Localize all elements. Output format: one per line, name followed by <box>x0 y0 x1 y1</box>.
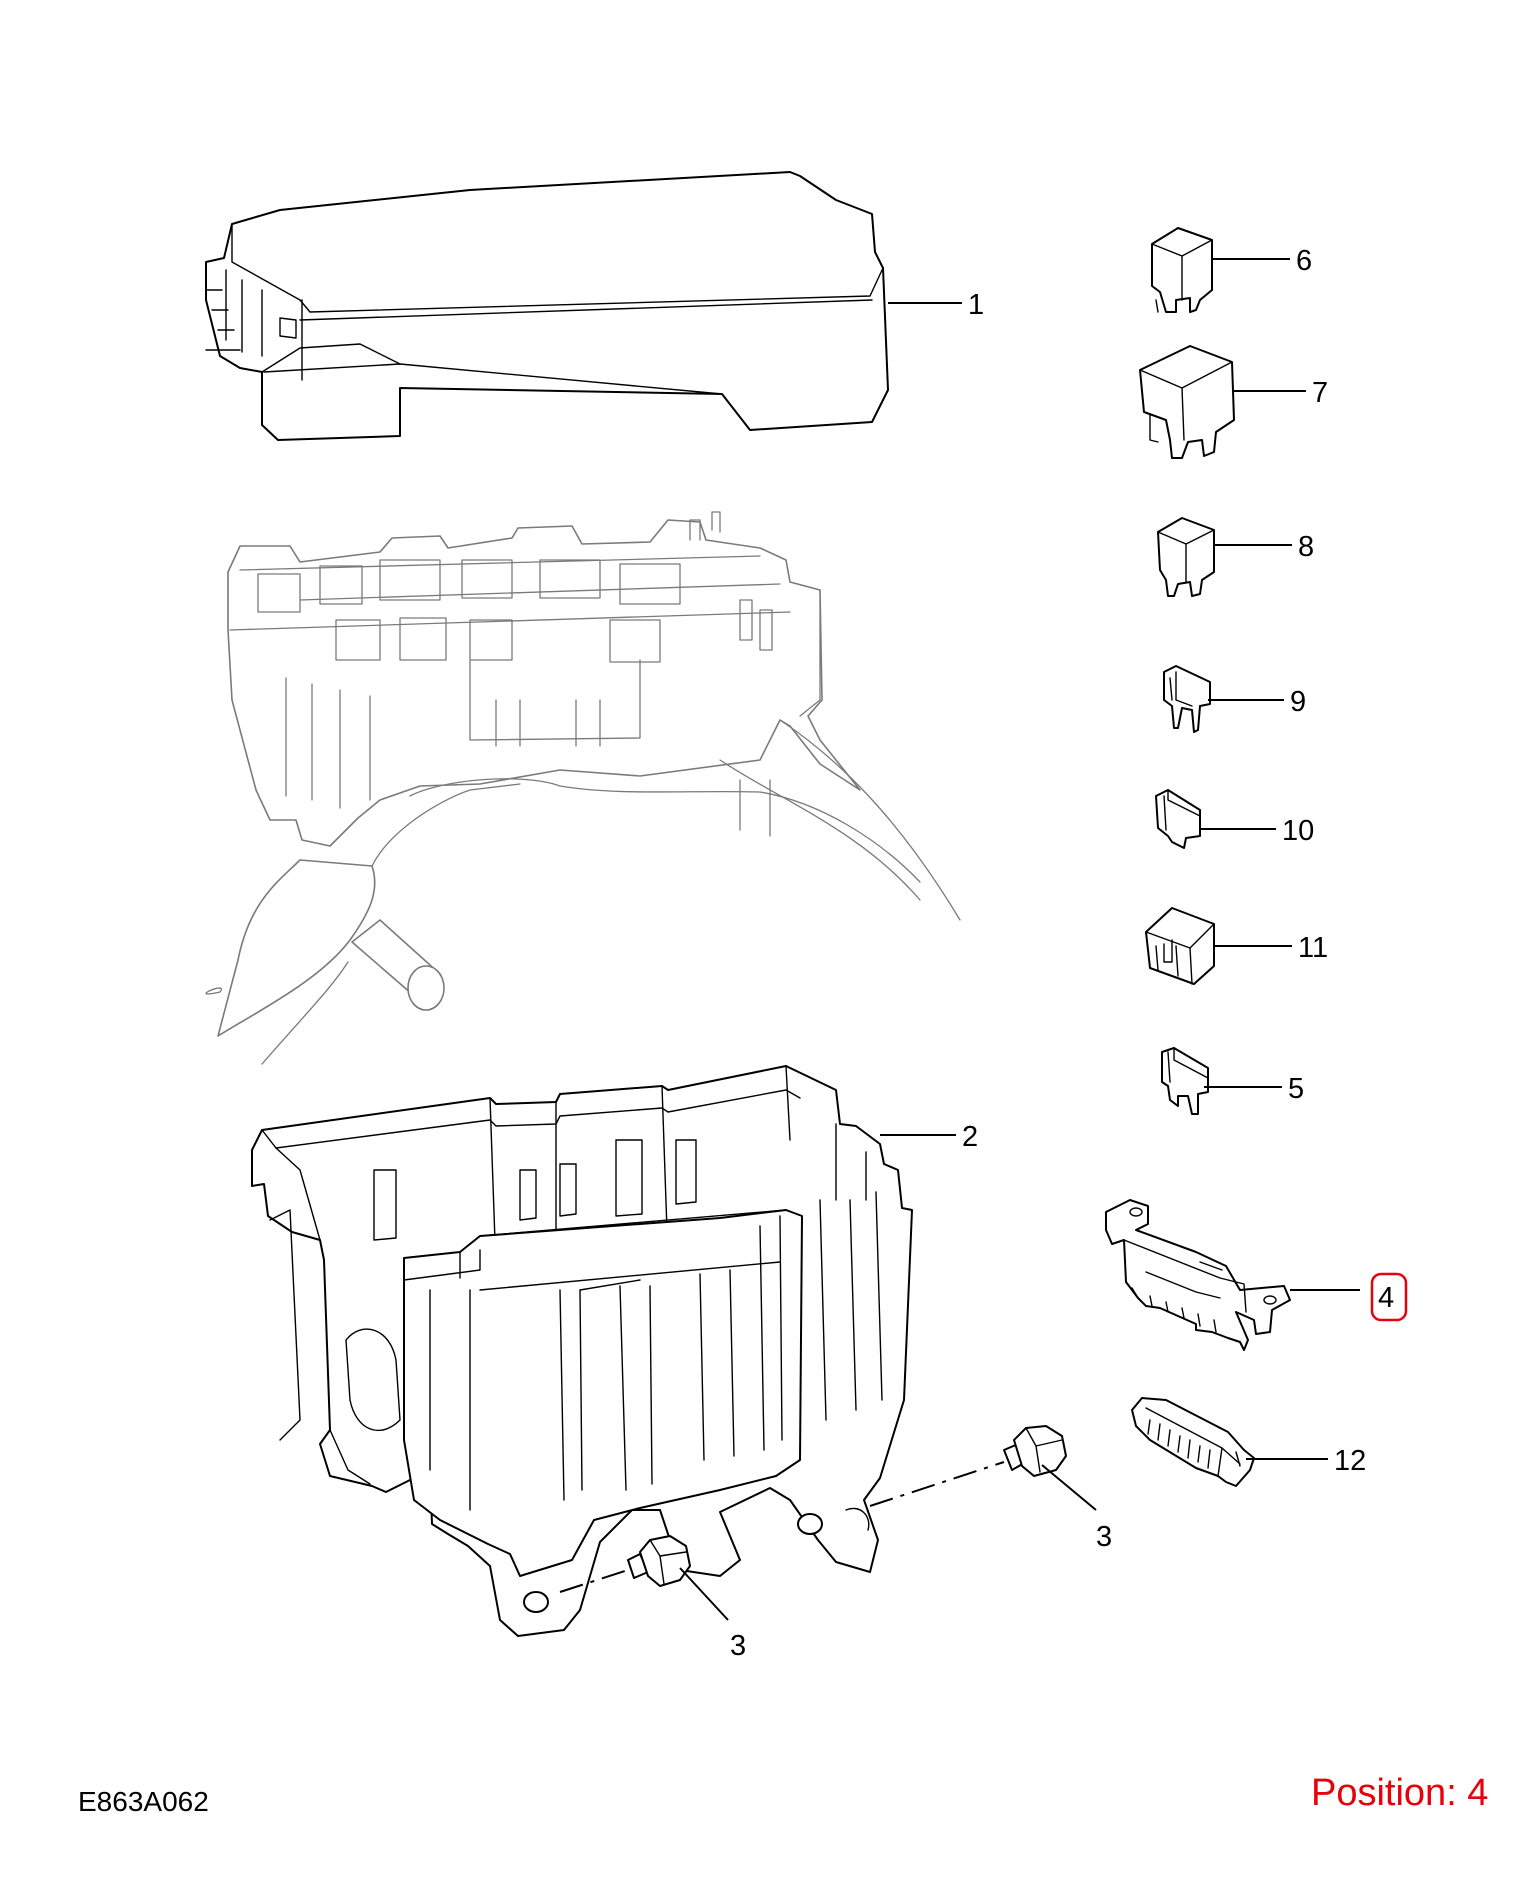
callout-5[interactable]: 5 <box>1288 1073 1304 1105</box>
part-1-fuse-box-cover[interactable] <box>205 171 889 441</box>
part-3-bolt-left[interactable] <box>559 1535 691 1593</box>
callout-labels: 1 2 3 3 4 5 6 7 8 9 10 11 12 <box>730 245 1394 1662</box>
part-6-micro-relay[interactable] <box>1151 227 1213 313</box>
callout-11[interactable]: 11 <box>1298 932 1328 964</box>
part-9-mini-fuse[interactable] <box>1163 665 1211 733</box>
callout-2[interactable]: 2 <box>962 1121 978 1153</box>
callout-4-highlight-box <box>1370 1272 1408 1322</box>
drawing-code: E863A062 <box>78 1786 209 1817</box>
part-10-fuse[interactable] <box>1155 789 1201 849</box>
callout-3-right[interactable]: 3 <box>1096 1521 1112 1553</box>
fuse-box-assembly-ghost <box>205 511 961 1065</box>
callout-7[interactable]: 7 <box>1312 377 1328 409</box>
callout-6[interactable]: 6 <box>1296 245 1312 277</box>
callout-3-left[interactable]: 3 <box>730 1630 746 1662</box>
position-label: Position: 4 <box>1311 1772 1489 1814</box>
callout-1[interactable]: 1 <box>968 289 984 321</box>
callout-8[interactable]: 8 <box>1298 531 1314 563</box>
part-11-cartridge-fuse[interactable] <box>1145 907 1215 985</box>
part-3-bolt-right[interactable] <box>869 1425 1067 1507</box>
callout-4[interactable]: 4 <box>1378 1282 1394 1314</box>
part-2-fuse-box-housing[interactable] <box>251 1065 913 1637</box>
part-5-blade-fuse[interactable] <box>1161 1047 1209 1115</box>
callout-12[interactable]: 12 <box>1334 1445 1366 1477</box>
callout-10[interactable]: 10 <box>1282 815 1314 847</box>
part-8-relay[interactable] <box>1157 517 1215 597</box>
callout-9[interactable]: 9 <box>1290 686 1306 718</box>
part-12-fuse-cover[interactable] <box>1131 1397 1255 1487</box>
part-4-fuse-link-bracket[interactable] <box>1105 1199 1291 1351</box>
leader-lines <box>679 258 1360 1621</box>
part-7-mini-relay[interactable] <box>1139 345 1235 459</box>
